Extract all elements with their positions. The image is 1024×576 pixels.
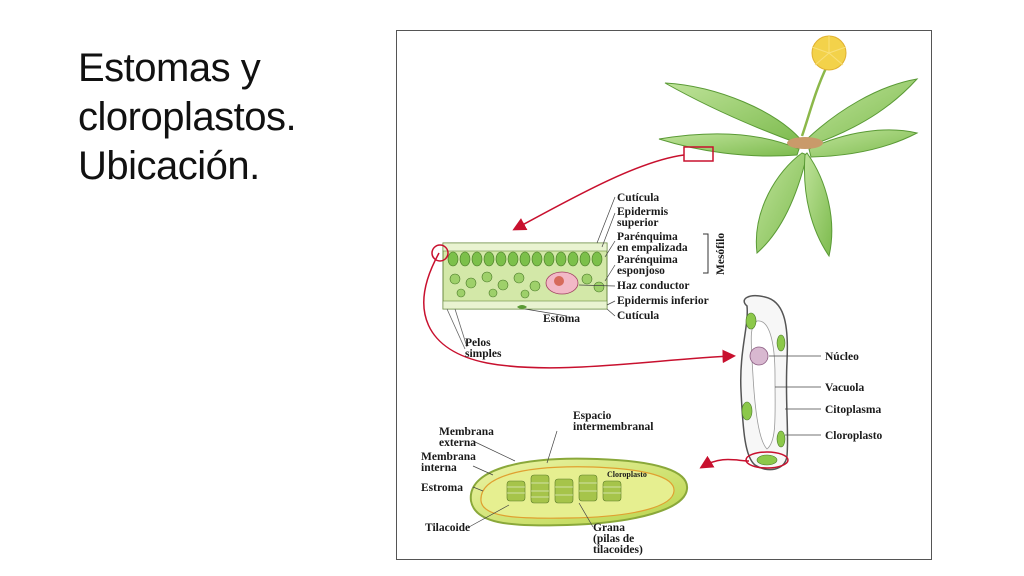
- dandelion-plant: [658, 35, 919, 258]
- label-haz-conductor: Haz conductor: [617, 280, 690, 292]
- label-parenquima-esponjoso-2: esponjoso: [617, 265, 665, 277]
- chloroplast-inner-membrane: [480, 466, 675, 519]
- label-estroma: Estroma: [421, 482, 463, 494]
- label-tilacoide: Tilacoide: [425, 522, 470, 534]
- figure-frame: Cutícula Epidermis superior Parénquima e…: [396, 30, 932, 560]
- label-cuticula-bottom: Cutícula: [617, 310, 659, 322]
- title-line-2: cloroplastos.: [78, 95, 297, 139]
- label-membrana-interna-2: interna: [421, 462, 457, 474]
- flower-stem: [800, 65, 829, 137]
- leaf-left: [658, 133, 800, 157]
- leaf-cross-section: [431, 233, 709, 350]
- arrow-cell-to-chloroplast: [699, 455, 750, 469]
- stoma: [517, 305, 527, 309]
- label-epidermis-inferior: Epidermis inferior: [617, 295, 709, 307]
- title-line-3: Ubicación.: [78, 144, 260, 188]
- leaf-upper-left: [664, 82, 803, 144]
- palisade-cells: [447, 251, 603, 267]
- chloroplast: [469, 457, 689, 527]
- label-vacuola: Vacuola: [825, 382, 864, 394]
- label-parenquima-esponjoso-1: Parénquima: [617, 254, 678, 266]
- label-pelos-2: simples: [465, 348, 502, 360]
- arrow-section-to-cell: [423, 252, 736, 369]
- label-parenquima-empalizada-1: Parénquima: [617, 231, 678, 243]
- label-membrana-externa-2: externa: [439, 437, 476, 449]
- biology-figure: Cutícula Epidermis superior Parénquima e…: [421, 35, 919, 556]
- label-espacio-2: intermembranal: [573, 421, 653, 433]
- arrow-plant-to-section: [512, 154, 685, 231]
- leaf-bottom: [755, 152, 808, 255]
- plant-cell: [739, 294, 789, 471]
- grana-stacks: [506, 474, 622, 504]
- label-pelos-1: Pelos: [465, 337, 491, 349]
- label-parenquima-empalizada-2: en empalizada: [617, 242, 688, 254]
- label-nucleo: Núcleo: [825, 351, 859, 363]
- label-grana-3: tilacoides): [593, 544, 643, 556]
- label-epidermis-superior-2: superior: [617, 217, 659, 229]
- mesofilo-bracket: [703, 233, 709, 274]
- cell-chloroplast-highlight: [745, 451, 789, 469]
- slide-title: Estomas y cloroplastos. Ubicación.: [78, 44, 368, 191]
- label-cuticula-top: Cutícula: [617, 192, 659, 204]
- hairs: [446, 308, 468, 350]
- upper-epidermis-band: [442, 242, 608, 252]
- label-grana-2: (pilas de: [593, 533, 634, 545]
- leaf-upper-right: [806, 78, 919, 147]
- label-epidermis-superior-1: Epidermis: [617, 206, 669, 218]
- label-espacio-1: Espacio: [573, 410, 612, 422]
- section-highlight: [431, 244, 449, 262]
- label-cloroplasto-tag: Cloroplasto: [607, 470, 647, 479]
- cell-leader-lines: [769, 355, 821, 436]
- label-membrana-externa-1: Membrana: [439, 426, 494, 438]
- label-mesofilo: Mesófilo: [715, 233, 727, 275]
- label-estoma: Estoma: [543, 313, 580, 325]
- plant-root: [787, 137, 823, 149]
- spongy-cells: [449, 271, 605, 299]
- label-membrana-interna-1: Membrana: [421, 451, 476, 463]
- label-citoplasma: Citoplasma: [825, 404, 881, 416]
- leaf-bottom-right: [803, 152, 833, 258]
- leaf-leader-lines: [524, 196, 616, 317]
- title-line-1: Estomas y: [78, 46, 261, 90]
- label-cloroplasto: Cloroplasto: [825, 430, 883, 442]
- thylakoid-lines: [507, 482, 621, 498]
- chloroplast-leader-lines: [468, 430, 594, 528]
- leaf-right: [808, 129, 919, 158]
- cell-nucleus: [749, 346, 769, 366]
- leaf-sample-box: [683, 146, 714, 162]
- label-grana-1: Grana: [593, 522, 625, 534]
